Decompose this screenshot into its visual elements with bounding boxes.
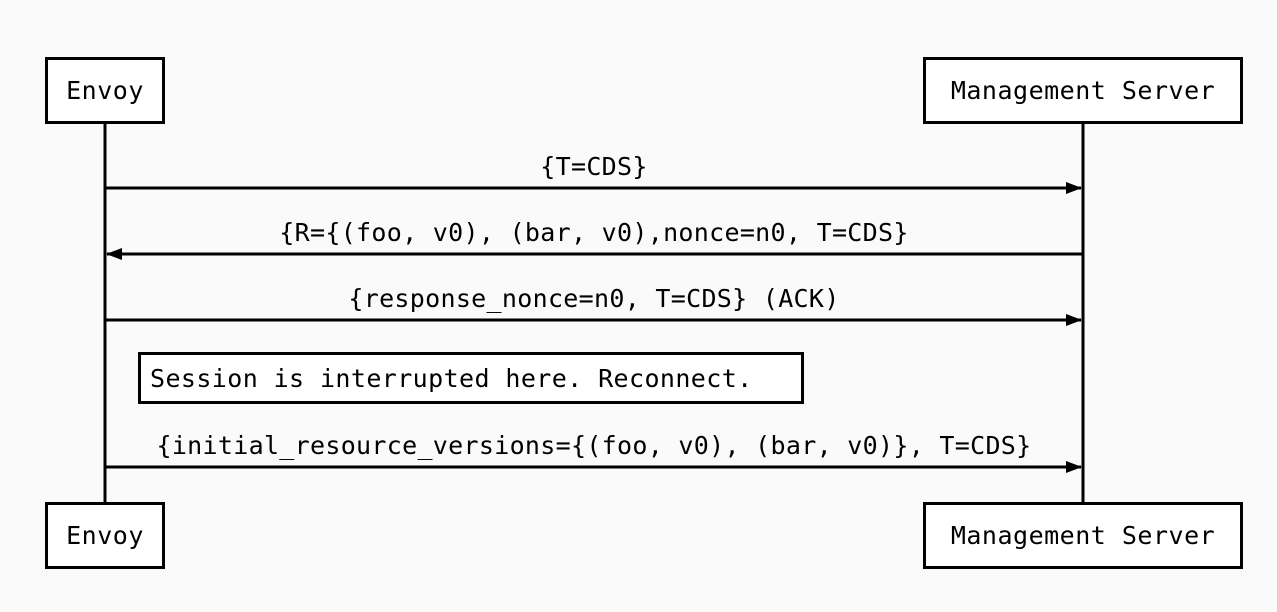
message-label-1: {T=CDS} [540, 152, 648, 181]
envoy-box-top: Envoy [45, 57, 165, 124]
message-label-2: {R={(foo, v0), (bar, v0),nonce=n0, T=CDS… [279, 218, 909, 247]
session-note: Session is interrupted here. Reconnect. [138, 352, 804, 404]
message-label-4: {initial_resource_versions={(foo, v0), (… [156, 431, 1032, 460]
message-label-3: {response_nonce=n0, T=CDS} (ACK) [348, 284, 840, 313]
envoy-box-bottom: Envoy [45, 502, 165, 569]
management-server-box-bottom: Management Server [923, 502, 1243, 569]
management-server-box-top: Management Server [923, 57, 1243, 124]
